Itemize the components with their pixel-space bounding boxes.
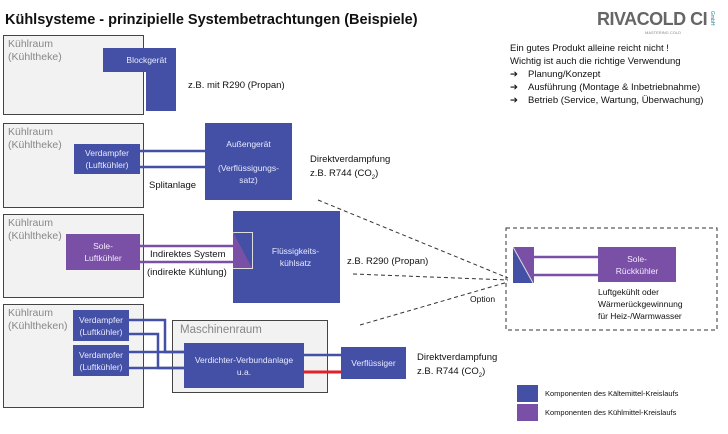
arrow-icon: ➔ <box>510 95 518 106</box>
heat-exchanger-icon <box>233 232 253 269</box>
note-direct-2: Direktverdampfung <box>417 352 498 363</box>
brine-recooler: Sole- Rückkühler <box>598 247 676 282</box>
compressor-rack: Verdichter-Verbundanlage u.a. <box>184 343 304 388</box>
evaporator: Verdampfer (Luftkühler) <box>74 144 140 174</box>
label-indirect-cooling: (indirekte Kühlung) <box>147 267 227 278</box>
arrow-icon: ➔ <box>510 82 518 93</box>
note-co2-1: z.B. R744 (CO2) <box>310 168 379 181</box>
pipe <box>129 318 184 354</box>
intro-text: Ein gutes Produkt alleine reicht nicht !… <box>510 42 703 107</box>
evaporator-2: Verdampfer (Luftkühler) <box>73 345 129 376</box>
label-indirect-system: Indirektes System <box>150 249 226 260</box>
legend-label-coolant: Komponenten des Kühlmittel-Kreislaufs <box>545 408 677 417</box>
blockgeraet: Blockgerät <box>103 48 176 72</box>
intro-bullet: ➔Ausführung (Montage & Inbetriebnahme) <box>510 82 701 93</box>
condenser: Verflüssiger <box>341 347 406 379</box>
note-r290: z.B. mit R290 (Propan) <box>188 80 285 91</box>
logo-sub: MASTERING COLD <box>645 30 682 35</box>
evaporator-1: Verdampfer (Luftkühler) <box>73 310 129 341</box>
option-box <box>505 227 718 331</box>
option-line <box>352 273 509 281</box>
logo-text: RIVACOLD CI <box>597 9 708 29</box>
heat-exchanger-icon <box>513 247 534 283</box>
logo-gmbh: GmbH <box>709 11 716 26</box>
option-text: Luftgekühlt oder Wärmerückgewinnung für … <box>598 287 683 321</box>
option-label: Option <box>470 294 496 304</box>
legend-label-refrigerant: Komponenten des Kältemittel-Kreislaufs <box>545 389 679 398</box>
logo: RIVACOLD CI GmbH MASTERING COLD <box>597 8 725 35</box>
note-r290-2: z.B. R290 (Propan) <box>347 256 429 267</box>
option-line <box>359 281 509 326</box>
brine-air-cooler: Sole- Luftkühler <box>66 234 140 270</box>
legend-swatch-refrigerant <box>517 385 538 402</box>
intro-bullet: ➔Betrieb (Service, Wartung, Überwachung) <box>510 95 704 106</box>
label-splitanlage: Splitanlage <box>149 180 197 191</box>
intro-line-2: Wichtig ist auch die richtige Verwendung <box>510 56 681 67</box>
intro-line-1: Ein gutes Produkt alleine reicht nicht ! <box>510 43 669 54</box>
arrow-icon: ➔ <box>510 69 518 80</box>
outdoor-unit: Außengerät (Verflüssigungs- satz) <box>205 123 292 200</box>
legend-swatch-coolant <box>517 404 538 421</box>
page-title: Kühlsysteme - prinzipielle Systembetrach… <box>5 12 418 28</box>
intro-bullet: ➔Planung/Konzept <box>510 69 601 80</box>
note-co2-2: z.B. R744 (CO2) <box>417 366 486 379</box>
note-direct-1: Direktverdampfung <box>310 154 391 165</box>
option-line <box>317 199 509 279</box>
